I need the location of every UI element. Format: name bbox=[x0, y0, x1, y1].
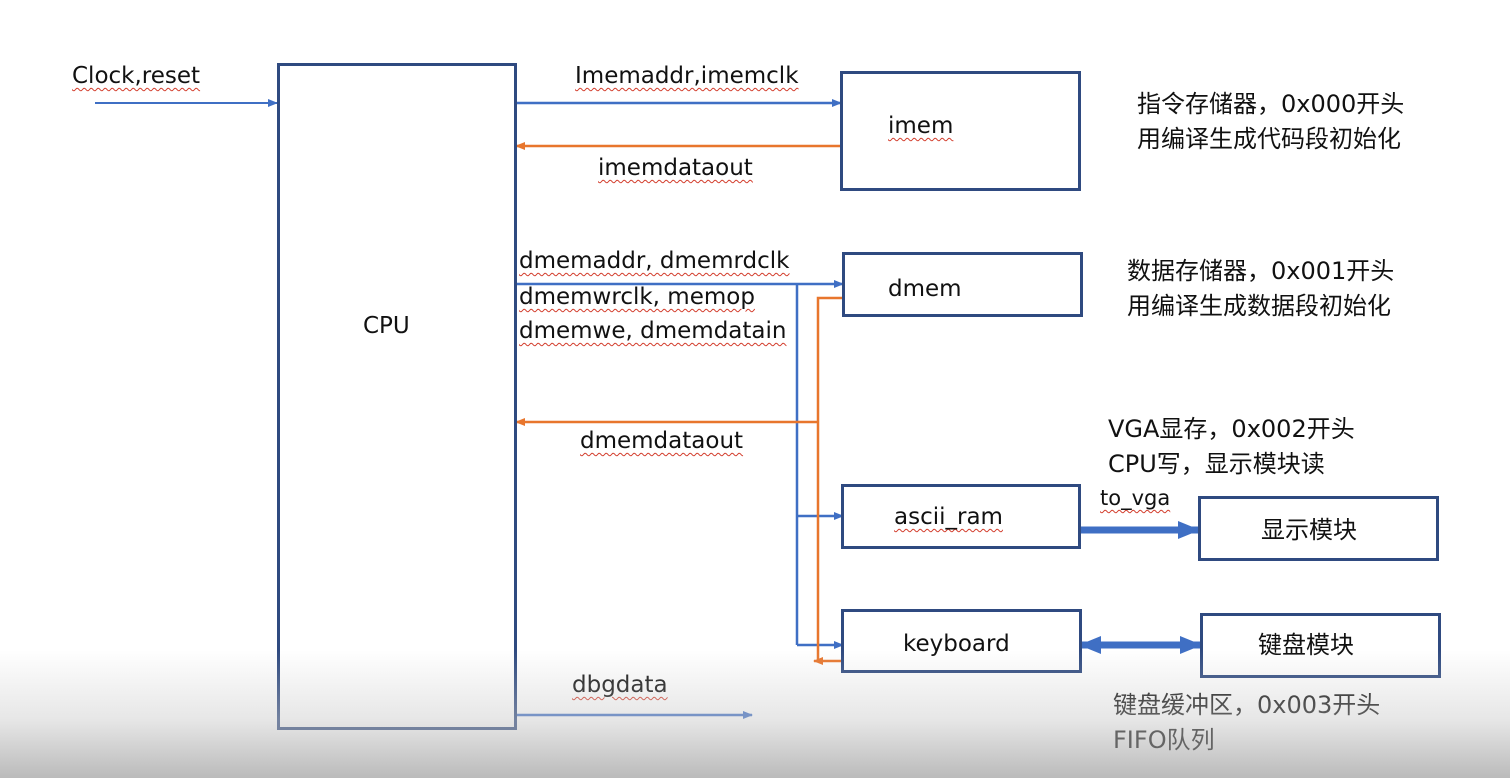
dmem-note: 数据存储器，0x001开头 用编译生成数据段初始化 bbox=[1127, 254, 1394, 324]
imem-note-line-1: 指令存储器，0x000开头 bbox=[1137, 90, 1405, 118]
keyboard-module-label: 键盘模块 bbox=[1258, 631, 1354, 659]
imem-block: imem bbox=[840, 71, 1081, 191]
cpu-label: CPU bbox=[363, 313, 410, 339]
dmem-note-line-1: 数据存储器，0x001开头 bbox=[1127, 257, 1395, 285]
keyboard-module-block: 键盘模块 bbox=[1200, 613, 1441, 678]
imem-label: imem bbox=[888, 113, 954, 139]
keyboard-label: keyboard bbox=[903, 631, 1010, 657]
dmem-in-label-3: dmemwe, dmemdatain bbox=[519, 318, 787, 344]
imem-note: 指令存储器，0x000开头 用编译生成代码段初始化 bbox=[1137, 87, 1404, 157]
dmem-note-line-2: 用编译生成数据段初始化 bbox=[1127, 292, 1391, 320]
imem-note-line-2: 用编译生成代码段初始化 bbox=[1137, 125, 1401, 153]
clock-reset-label: Clock,reset bbox=[72, 63, 201, 89]
dmem-dataout-riser bbox=[816, 296, 843, 661]
keyboard-block: keyboard bbox=[841, 609, 1082, 673]
display-module-label: 显示模块 bbox=[1261, 516, 1357, 544]
vga-note: VGA显存，0x002开头 CPU写，显示模块读 bbox=[1108, 412, 1355, 482]
ascii-ram-block: ascii_ram bbox=[841, 484, 1081, 549]
cpu-block: CPU bbox=[277, 63, 517, 730]
dbgdata-label: dbgdata bbox=[572, 672, 668, 698]
ascii-ram-label: ascii_ram bbox=[894, 504, 1003, 530]
imem-addr-label: Imemaddr,imemclk bbox=[575, 63, 799, 89]
display-module-block: 显示模块 bbox=[1198, 496, 1439, 561]
keyboard-note: 键盘缓冲区，0x003开头 FIFO队列 bbox=[1113, 688, 1380, 758]
dmem-block: dmem bbox=[842, 252, 1083, 317]
to-vga-label: to_vga bbox=[1100, 486, 1171, 510]
vga-note-line-2: CPU写，显示模块读 bbox=[1108, 450, 1325, 478]
vga-note-line-1: VGA显存，0x002开头 bbox=[1108, 415, 1355, 443]
dmem-in-label-2: dmemwrclk, memop bbox=[519, 284, 755, 310]
dmem-dataout-label: dmemdataout bbox=[580, 428, 744, 454]
keyboard-note-line-2: FIFO队列 bbox=[1113, 726, 1215, 754]
keyboard-note-line-1: 键盘缓冲区，0x003开头 bbox=[1113, 691, 1381, 719]
dmem-label: dmem bbox=[888, 276, 962, 302]
dmem-in-label-1: dmemaddr, dmemrdclk bbox=[519, 248, 790, 274]
imem-dataout-label: imemdataout bbox=[598, 155, 753, 181]
